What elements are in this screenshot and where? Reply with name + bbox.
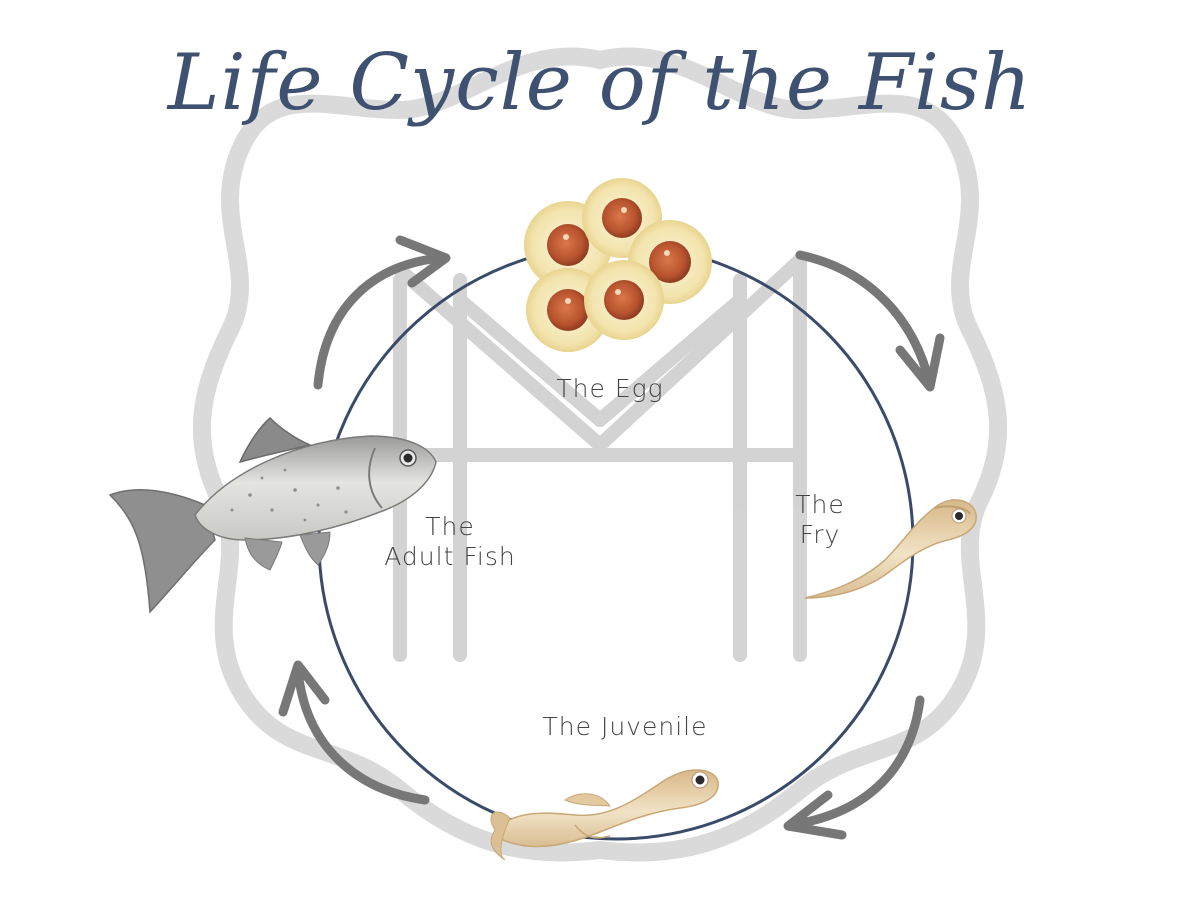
stage-label-fry-line1: The [795,490,845,519]
cycle-arrow-icon [895,333,945,392]
watermark-frame [192,47,1008,862]
stage-label-fry: The Fry [775,490,865,550]
stage-label-adult-line1: The [425,512,475,541]
stage-label-fry-line2: Fry [799,520,841,549]
cycle-arrow-icon [313,253,445,390]
cycle-arrows [278,235,945,840]
stage-label-egg: The Egg [556,374,664,403]
page-title: Life Cycle of the Fish [167,38,1033,128]
cycle-arrow-icon [395,235,451,288]
adult-fish-icon [108,416,437,614]
cycle-arrow-icon [785,695,925,830]
cycle-arrow-icon [293,665,430,805]
stage-label-juvenile: The Juvenile [542,712,708,741]
stage-label-adult-line2: Adult Fish [384,542,516,571]
fry-icon [804,499,977,599]
stage-label-adult: The Adult Fish [370,512,530,572]
fish-eggs-icon [524,178,712,352]
cycle-arrow-icon [795,250,935,390]
cycle-arrow-icon [278,660,330,717]
juvenile-fish-icon [490,769,719,861]
watermark-monogram [393,253,807,662]
cycle-arrow-icon [783,790,847,840]
